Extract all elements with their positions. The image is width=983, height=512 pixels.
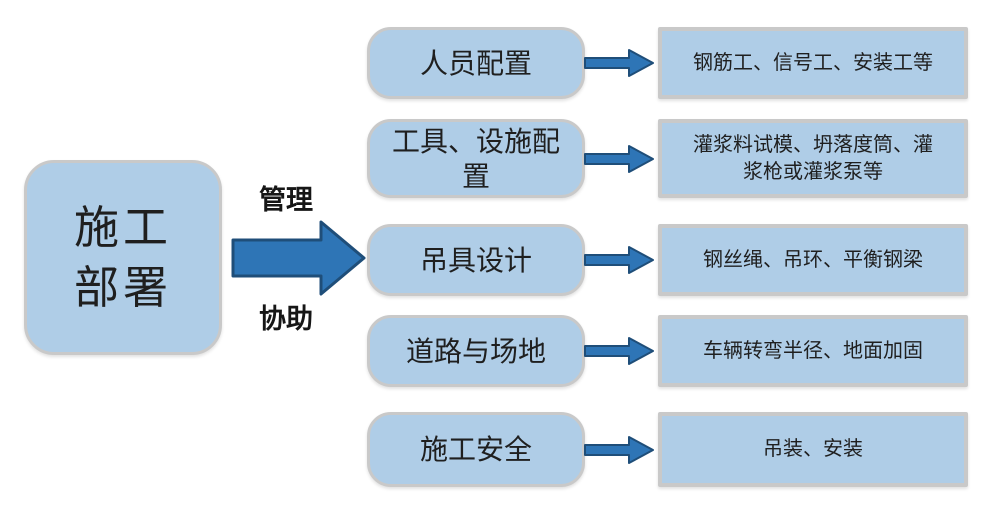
node-roads-site: 道路与场地 — [367, 315, 585, 387]
flow-row-tools-facilities: 工具、设施配 置 灌浆料试模、坍落度筒、灌 浆枪或灌浆泵等 — [0, 119, 983, 198]
detail-construction-safety: 吊装、安装 — [658, 412, 968, 487]
detail-label: 钢丝绳、吊环、平衡钢梁 — [703, 248, 923, 271]
node-construction-safety: 施工安全 — [367, 412, 585, 487]
detail-roads-site: 车辆转弯半径、地面加固 — [658, 315, 968, 387]
flow-arrow-icon — [584, 49, 654, 77]
manage-label: 管理 — [259, 185, 313, 215]
detail-label: 灌浆料试模、坍落度筒、灌 浆枪或灌浆泵等 — [693, 133, 933, 183]
node-label: 工具、设施配 置 — [391, 125, 560, 192]
flow-row-personnel: 人员配置 钢筋工、信号工、安装工等 — [0, 27, 983, 99]
main-arrow-icon — [231, 220, 366, 296]
detail-rigging-design: 钢丝绳、吊环、平衡钢梁 — [658, 224, 968, 296]
node-tools-facilities: 工具、设施配 置 — [367, 119, 585, 198]
node-rigging-design: 吊具设计 — [367, 224, 585, 296]
flow-arrow-icon — [584, 246, 654, 274]
root-node-construction-deployment: 施工 部署 — [24, 160, 222, 355]
flow-arrow-icon — [584, 337, 654, 365]
node-label: 道路与场地 — [405, 335, 546, 367]
detail-personnel-allocation: 钢筋工、信号工、安装工等 — [658, 27, 968, 99]
flow-row-construction-safety: 施工安全 吊装、安装 — [0, 412, 983, 487]
node-label: 施工安全 — [419, 434, 532, 465]
detail-tools-facilities: 灌浆料试模、坍落度筒、灌 浆枪或灌浆泵等 — [658, 119, 968, 198]
assist-label: 协助 — [259, 304, 313, 334]
node-label: 吊具设计 — [419, 244, 532, 276]
node-personnel-allocation: 人员配置 — [367, 27, 585, 99]
flow-row-roads-site: 道路与场地 车辆转弯半径、地面加固 — [0, 315, 983, 387]
flow-arrow-icon — [584, 435, 654, 464]
detail-label: 吊装、安装 — [763, 438, 863, 460]
flow-row-rigging-design: 吊具设计 钢丝绳、吊环、平衡钢梁 — [0, 224, 983, 296]
detail-label: 车辆转弯半径、地面加固 — [703, 339, 923, 362]
detail-label: 钢筋工、信号工、安装工等 — [693, 51, 933, 74]
flow-arrow-icon — [584, 144, 654, 173]
node-label: 人员配置 — [419, 47, 532, 79]
root-node-label: 施工 部署 — [73, 202, 172, 313]
